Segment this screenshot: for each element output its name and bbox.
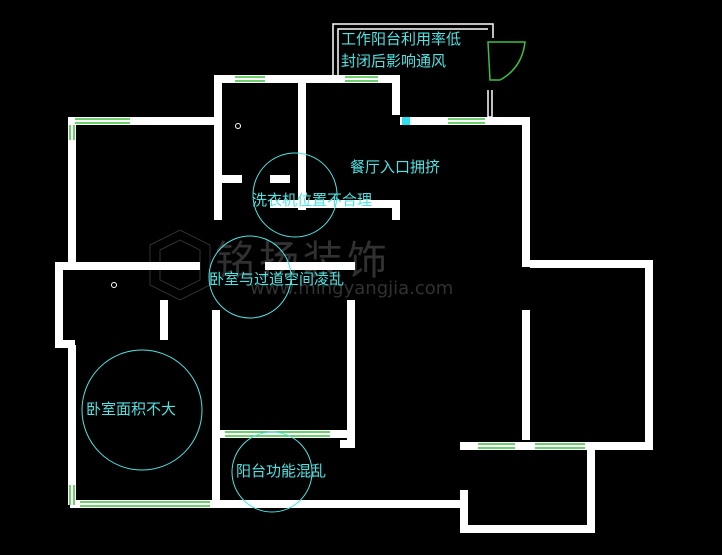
washer-issue-circle (252, 152, 338, 238)
annotation-work-balcony-2: 封闭后影响通风 (341, 52, 447, 70)
drain-icon (111, 282, 117, 288)
annotation-balcony-function: 阳台功能混乱 (236, 462, 327, 480)
annotation-work-balcony-1: 工作阳台利用率低 (341, 30, 462, 48)
issue-circles (81, 152, 338, 513)
drain-icon (235, 123, 241, 129)
annotation-bedroom-corridor: 卧室与过道空间凌乱 (209, 270, 345, 288)
watermark-brand: 铭扬装饰 (215, 238, 391, 284)
balcony-outline (332, 23, 494, 118)
pipe-marker (402, 117, 410, 125)
bedroom-issue-circle (81, 349, 203, 471)
balcony-issue-circle (231, 431, 313, 513)
corridor-issue-circle (208, 235, 292, 319)
annotation-dining-entrance: 餐厅入口拥挤 (350, 158, 441, 176)
annotation-washer-position: 洗衣机位置不合理 (252, 191, 373, 209)
annotation-bedroom-area: 卧室面积不大 (86, 400, 177, 418)
walls (55, 75, 653, 533)
windows (69, 41, 585, 507)
watermark-url: www.mingyangjia.com (250, 278, 454, 299)
